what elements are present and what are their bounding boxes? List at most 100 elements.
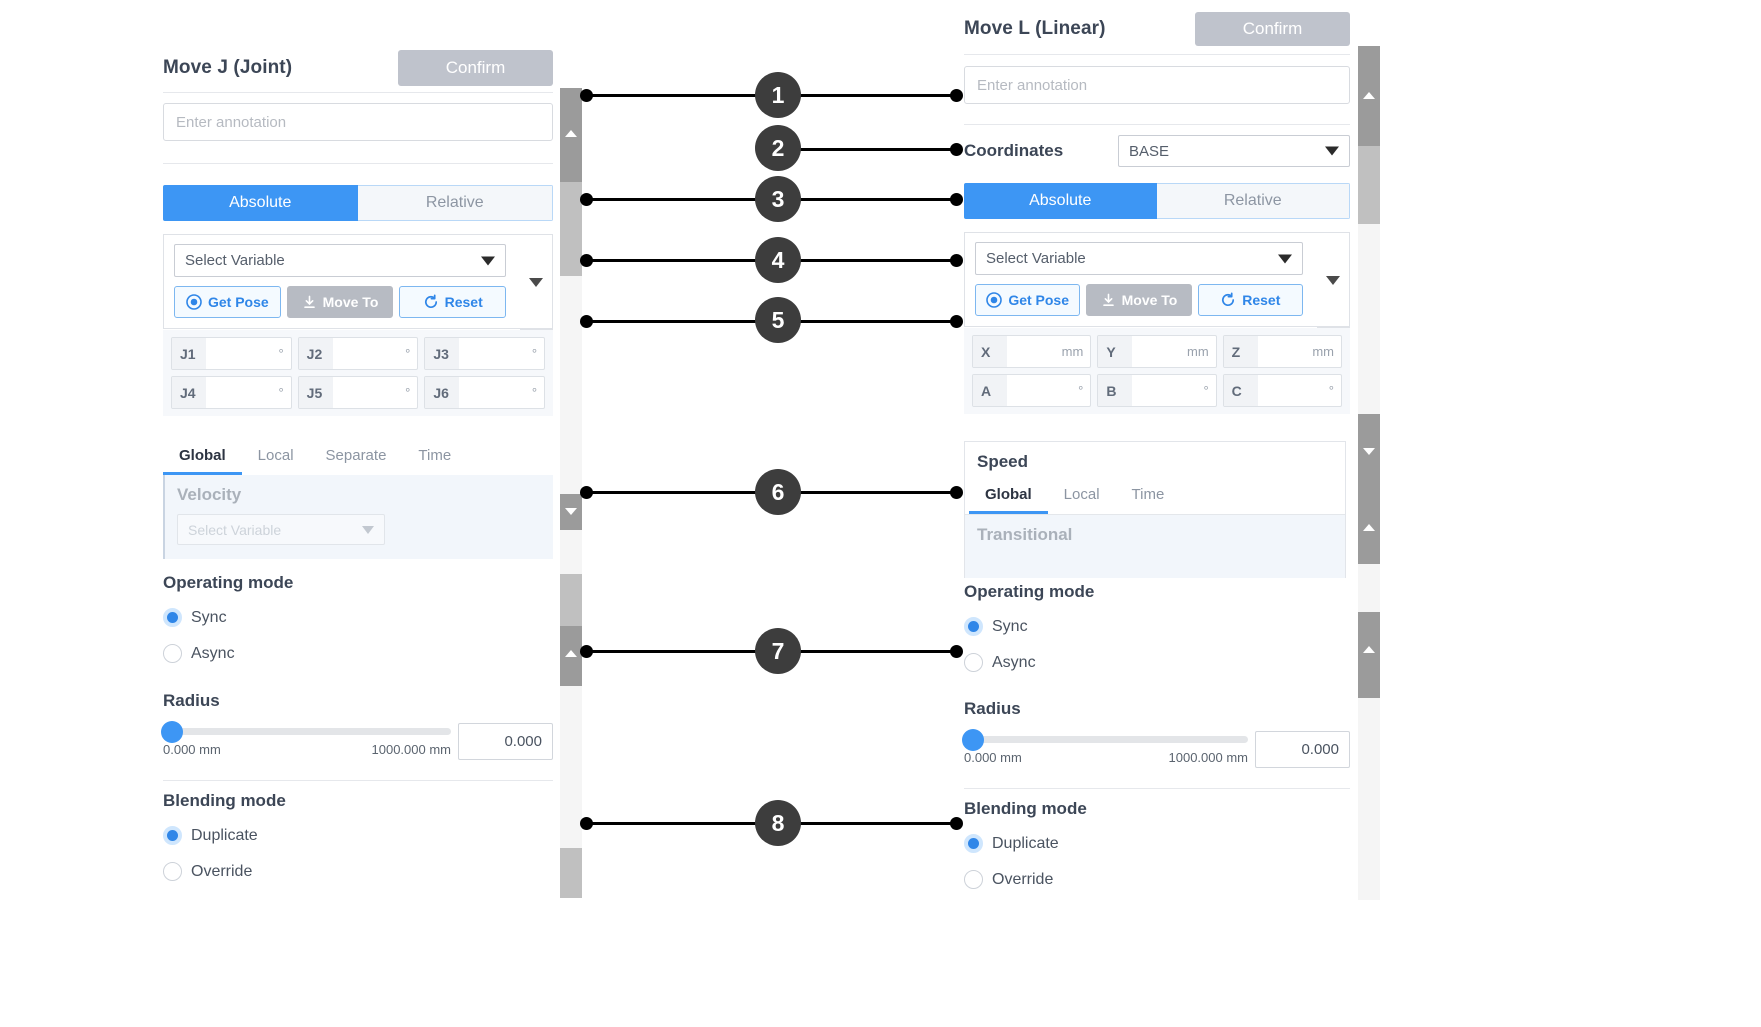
pose-field-b[interactable]: B °: [1097, 374, 1217, 407]
left-panel-scrollbar[interactable]: [560, 88, 582, 898]
select-variable-dropdown[interactable]: Select Variable: [975, 242, 1303, 275]
select-variable-value: Select Variable: [986, 250, 1086, 267]
tab-local[interactable]: Local: [1063, 486, 1100, 503]
scrollbar-thumb[interactable]: [560, 626, 582, 686]
speed-tabs[interactable]: Global Local Time: [965, 480, 1345, 515]
confirm-button[interactable]: Confirm: [398, 50, 553, 86]
arrow-down-icon: [1363, 448, 1375, 455]
annotation-input[interactable]: Enter annotation: [964, 66, 1350, 104]
pose-field-row: A ° B ° C °: [972, 374, 1342, 407]
joint-field-j5[interactable]: J5 °: [297, 376, 419, 409]
scrollbar-thumb[interactable]: [560, 88, 582, 182]
expand-collapse-caret[interactable]: [520, 234, 553, 330]
tab-local[interactable]: Local: [257, 447, 294, 464]
scrollbar-track[interactable]: [560, 848, 582, 898]
tab-global[interactable]: Global: [163, 441, 242, 475]
scrollbar-thumb[interactable]: [1358, 46, 1380, 146]
velocity-variable-dropdown[interactable]: Select Variable: [177, 514, 385, 545]
slider-track[interactable]: [962, 728, 1248, 751]
scrollbar-thumb[interactable]: [1358, 612, 1380, 698]
scrollbar-thumb[interactable]: [1358, 496, 1380, 564]
right-panel-scrollbar[interactable]: [1358, 46, 1380, 900]
radio-override[interactable]: Override: [163, 862, 252, 881]
joint-field-j6[interactable]: J6 °: [424, 376, 546, 409]
annotation-placeholder: Enter annotation: [977, 76, 1088, 94]
radius-slider[interactable]: 0.000 mm 1000.000 mm: [161, 720, 451, 757]
scrollbar-thumb[interactable]: [560, 494, 582, 530]
scrollbar-track[interactable]: [560, 686, 582, 848]
get-pose-button[interactable]: Get Pose: [975, 284, 1081, 316]
pose-field-a[interactable]: A °: [972, 374, 1092, 407]
joint-field-label: J6: [425, 377, 460, 408]
scrollbar-track[interactable]: [1358, 564, 1380, 612]
get-pose-button[interactable]: Get Pose: [174, 286, 281, 318]
scrollbar-track[interactable]: [560, 574, 582, 626]
radius-slider[interactable]: 0.000 mm 1000.000 mm: [962, 728, 1248, 765]
pose-field-y[interactable]: Y mm: [1097, 335, 1217, 368]
pose-variable-box: Select Variable Get Pose Move To: [964, 232, 1350, 327]
slider-min-label: 0.000 mm: [964, 750, 1022, 765]
radio-duplicate[interactable]: Duplicate: [964, 834, 1059, 853]
get-pose-label: Get Pose: [207, 294, 269, 310]
scrollbar-track[interactable]: [560, 276, 582, 494]
slider-range-labels: 0.000 mm 1000.000 mm: [964, 750, 1248, 765]
scrollbar-track[interactable]: [1358, 146, 1380, 224]
tab-global[interactable]: Global: [969, 480, 1048, 514]
slider-handle[interactable]: [161, 720, 183, 743]
move-to-button[interactable]: Move To: [1086, 284, 1192, 316]
tab-time[interactable]: Time: [418, 447, 452, 464]
tab-time[interactable]: Time: [1131, 486, 1165, 503]
radio-async[interactable]: Async: [163, 644, 235, 663]
joint-field-j3[interactable]: J3 °: [424, 337, 546, 370]
radio-async-label: Async: [191, 644, 235, 662]
reset-button[interactable]: Reset: [1197, 284, 1303, 316]
annotation-input[interactable]: Enter annotation: [163, 103, 553, 141]
radio-override[interactable]: Override: [964, 870, 1053, 889]
slider-handle[interactable]: [962, 728, 984, 751]
scrollbar-track[interactable]: [1358, 224, 1380, 414]
tab-separate[interactable]: Separate: [325, 447, 387, 464]
radius-value-input[interactable]: 0.000: [458, 723, 553, 760]
tab-relative[interactable]: Relative: [357, 185, 553, 221]
joint-field-j2[interactable]: J2 °: [297, 337, 419, 370]
scrollbar-track[interactable]: [560, 530, 582, 574]
radio-duplicate[interactable]: Duplicate: [163, 826, 258, 845]
velocity-variable-value: Select Variable: [188, 521, 282, 538]
pose-field-label: Z: [1223, 336, 1258, 367]
pose-field-c[interactable]: C °: [1222, 374, 1342, 407]
callout-dot: [950, 193, 963, 206]
pose-field-z[interactable]: Z mm: [1222, 335, 1342, 368]
divider: [964, 54, 1350, 55]
move-to-button[interactable]: Move To: [286, 286, 394, 318]
radio-sync[interactable]: Sync: [163, 608, 227, 627]
joint-field-j1[interactable]: J1 °: [171, 337, 292, 370]
scrollbar-track[interactable]: [560, 182, 582, 276]
scrollbar-track[interactable]: [1358, 698, 1380, 900]
radio-async[interactable]: Async: [964, 653, 1036, 672]
move-to-label: Move To: [1121, 292, 1178, 308]
joint-field-j4[interactable]: J4 °: [171, 376, 292, 409]
tab-relative[interactable]: Relative: [1156, 183, 1350, 219]
radio-override-label: Override: [992, 870, 1054, 888]
joint-field-unit: °: [278, 385, 284, 400]
confirm-button[interactable]: Confirm: [1195, 12, 1350, 46]
radio-sync[interactable]: Sync: [964, 617, 1028, 636]
tab-absolute[interactable]: Absolute: [163, 185, 358, 221]
tab-absolute[interactable]: Absolute: [964, 183, 1157, 219]
radius-value-input[interactable]: 0.000: [1255, 731, 1350, 768]
absolute-relative-tabs[interactable]: Absolute Relative: [163, 185, 553, 221]
expand-collapse-caret[interactable]: [1317, 232, 1350, 328]
absolute-relative-tabs[interactable]: Absolute Relative: [964, 183, 1350, 219]
velocity-tabs[interactable]: Global Local Separate Time: [163, 441, 553, 476]
callout-dot: [580, 817, 593, 830]
pose-field-x[interactable]: X mm: [972, 335, 1092, 368]
chevron-down-icon: [1325, 146, 1339, 156]
callout-badge-1: 1: [755, 72, 801, 118]
coordinates-dropdown[interactable]: BASE: [1118, 135, 1350, 167]
reset-button[interactable]: Reset: [399, 286, 507, 318]
select-variable-dropdown[interactable]: Select Variable: [174, 244, 506, 277]
refresh-icon: [424, 294, 437, 308]
joint-field-label: J4: [172, 377, 206, 408]
scrollbar-thumb[interactable]: [1358, 414, 1380, 496]
slider-track[interactable]: [161, 720, 451, 743]
